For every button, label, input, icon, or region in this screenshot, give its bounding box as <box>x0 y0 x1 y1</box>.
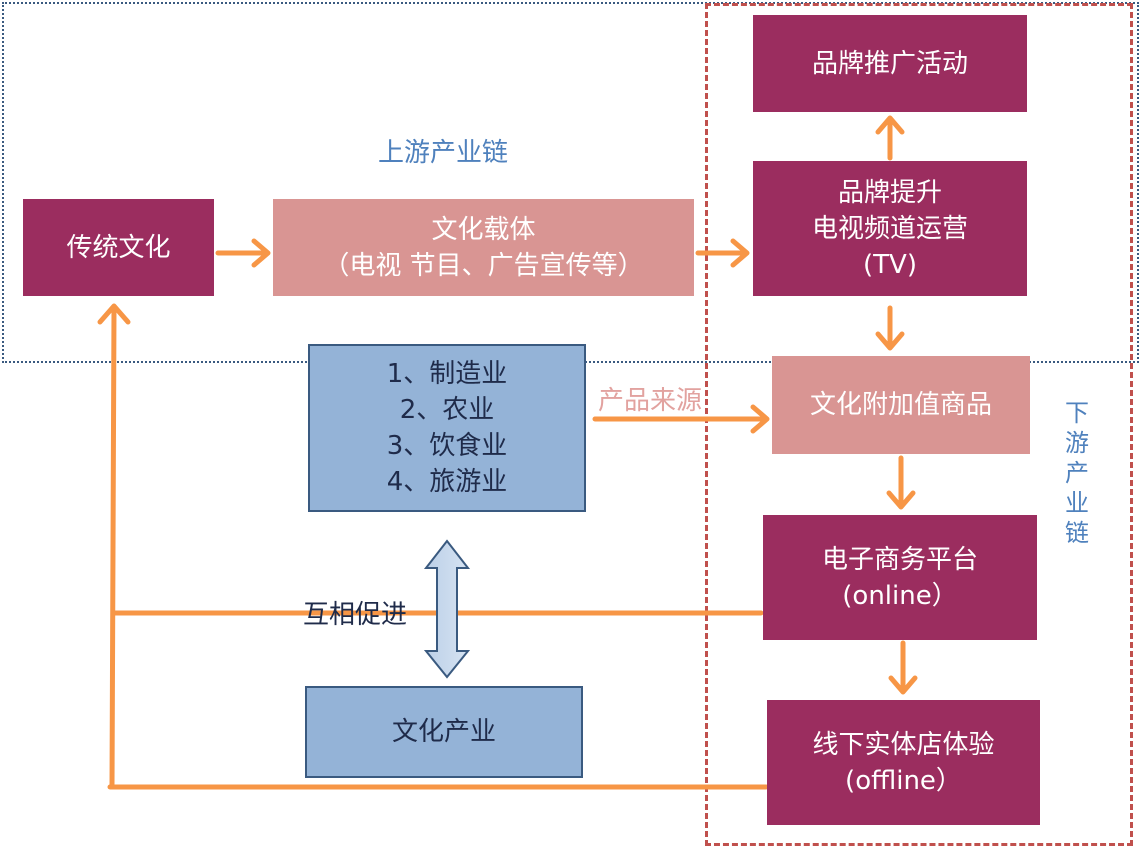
upstream-label: 上游产业链 <box>378 138 509 168</box>
node-culture-industry: 文化产业 <box>305 686 583 778</box>
node-ecommerce-line2: (online） <box>842 580 958 611</box>
node-offline-store-line1: 线下实体店体验 <box>812 729 995 760</box>
industry-item: 1、制造业 <box>386 359 508 389</box>
node-traditional-culture: 传统文化 <box>23 199 214 296</box>
node-brand-promotion: 品牌推广活动 <box>753 15 1027 112</box>
node-industries: 1、制造业 2、农业 3、饮食业 4、旅游业 <box>308 344 586 512</box>
node-brand-upgrade-line1: 品牌提升 <box>837 177 942 208</box>
label-product-source: 产品来源 <box>598 386 703 416</box>
node-culture-value-goods-text: 文化附加值商品 <box>809 390 992 420</box>
node-brand-promotion-text: 品牌推广活动 <box>811 48 968 79</box>
node-culture-carrier-line2: （电视 节目、广告宣传等） <box>323 250 644 281</box>
industry-item: 2、农业 <box>399 395 495 425</box>
node-culture-carrier: 文化载体 （电视 节目、广告宣传等） <box>273 199 694 296</box>
downstream-region <box>705 3 1133 846</box>
node-offline-store-line2: (offline） <box>845 765 962 796</box>
industry-item: 4、旅游业 <box>386 467 508 497</box>
feedback-vertical <box>109 305 117 790</box>
node-culture-carrier-line1: 文化载体 <box>431 214 536 245</box>
node-ecommerce: 电子商务平台 (online） <box>763 515 1037 640</box>
node-brand-upgrade-line2: 电视频道运营 <box>811 213 968 244</box>
double-arrow-mutual <box>423 539 471 679</box>
node-ecommerce-line1: 电子商务平台 <box>821 544 978 575</box>
node-traditional-culture-text: 传统文化 <box>66 232 171 263</box>
node-offline-store: 线下实体店体验 (offline） <box>767 700 1040 825</box>
node-brand-upgrade-line3: (TV) <box>863 249 917 280</box>
node-culture-industry-text: 文化产业 <box>391 717 496 747</box>
label-mutual-promotion: 互相促进 <box>303 600 408 630</box>
node-culture-value-goods: 文化附加值商品 <box>772 356 1030 454</box>
downstream-label: 下游产业链 <box>1065 399 1089 547</box>
node-brand-upgrade: 品牌提升 电视频道运营 (TV) <box>753 161 1027 296</box>
industry-item: 3、饮食业 <box>386 431 508 461</box>
